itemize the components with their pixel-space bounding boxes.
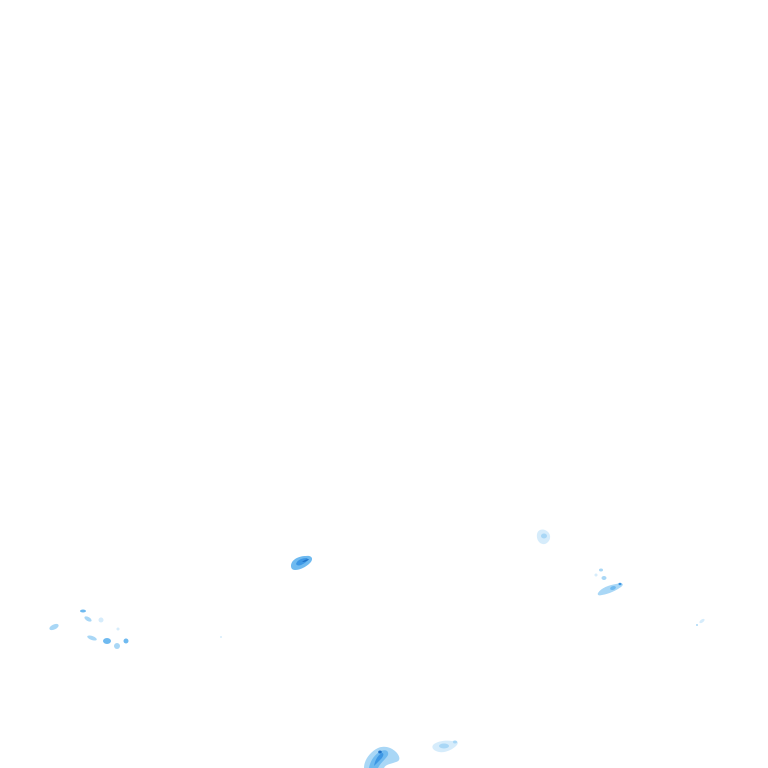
precipitation-echo-cell-bottom-center: [364, 746, 400, 768]
precipitation-echo-cluster-left: [49, 609, 222, 649]
precipitation-echo-cell-bottom-right: [432, 740, 458, 753]
precipitation-echo-cell-center: [291, 555, 313, 570]
precipitation-echo-speck-far-right: [696, 618, 705, 626]
precipitation-echo-cluster-right: [594, 568, 623, 596]
precipitation-echo-cell-right-upper: [536, 529, 551, 545]
